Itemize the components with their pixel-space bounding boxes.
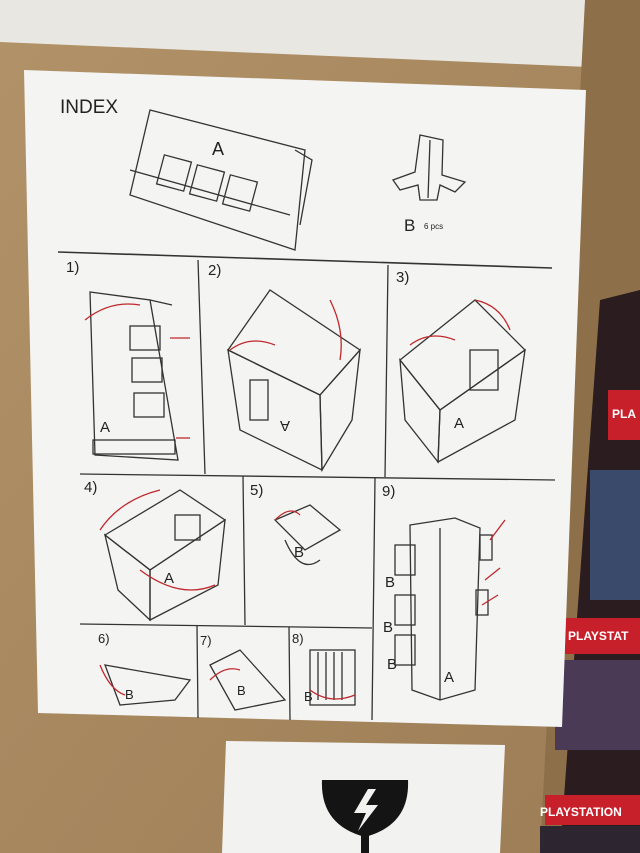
step5-part-b: B [294,544,305,561]
step-label-6: 6) [98,631,110,646]
wine-glass-fragile-icon [321,780,409,853]
step2-part-a: A [280,417,291,434]
step-label-7: 7) [200,633,212,648]
step-label-9: 9) [382,483,396,500]
step1-drawing [89,291,179,461]
step6-part-b: B [125,687,134,702]
step4-part-a: A [164,570,175,587]
step2-drawing [227,289,361,473]
store-shelf [540,290,640,853]
step-label-1: 1) [66,259,80,276]
top-paper [0,0,612,68]
step3-drawing [399,299,527,464]
index-separator [57,251,553,269]
shelf-label-mid: PLAYSTAT [568,629,629,643]
step9-part-b-1: B [385,574,396,591]
step6-drawing [103,664,192,706]
index-part-a-label: A [212,139,225,159]
step8-drawing [309,649,356,706]
shelf-label-bottom: PLAYSTATION [540,805,622,819]
step9-part-b-3: B [387,656,398,673]
step9-part-b-2: B [383,619,394,636]
index-part-a-drawing [129,109,313,251]
step5-drawing [273,504,342,566]
step8-part-b: B [304,689,313,704]
index-title: INDEX [60,97,119,118]
step7-drawing [209,649,287,711]
step4-drawing [103,489,227,622]
step1-part-a: A [100,419,111,436]
index-part-b-qty: 6 pcs [424,222,444,231]
step-label-3: 3) [396,269,410,286]
shelf-label-top: PLA [612,407,636,421]
step9-drawing [394,517,493,701]
step7-part-b: B [237,683,246,698]
index-part-b-drawing [391,134,467,201]
step3-part-a: A [454,415,465,432]
step-label-2: 2) [208,262,222,279]
instruction-sheet [24,70,586,727]
step9-part-a: A [444,669,455,686]
red-arrows [84,299,511,700]
step-label-5: 5) [250,482,264,499]
step-label-4: 4) [84,479,98,496]
index-part-b-label: B [404,216,416,235]
step-label-8: 8) [292,631,304,646]
